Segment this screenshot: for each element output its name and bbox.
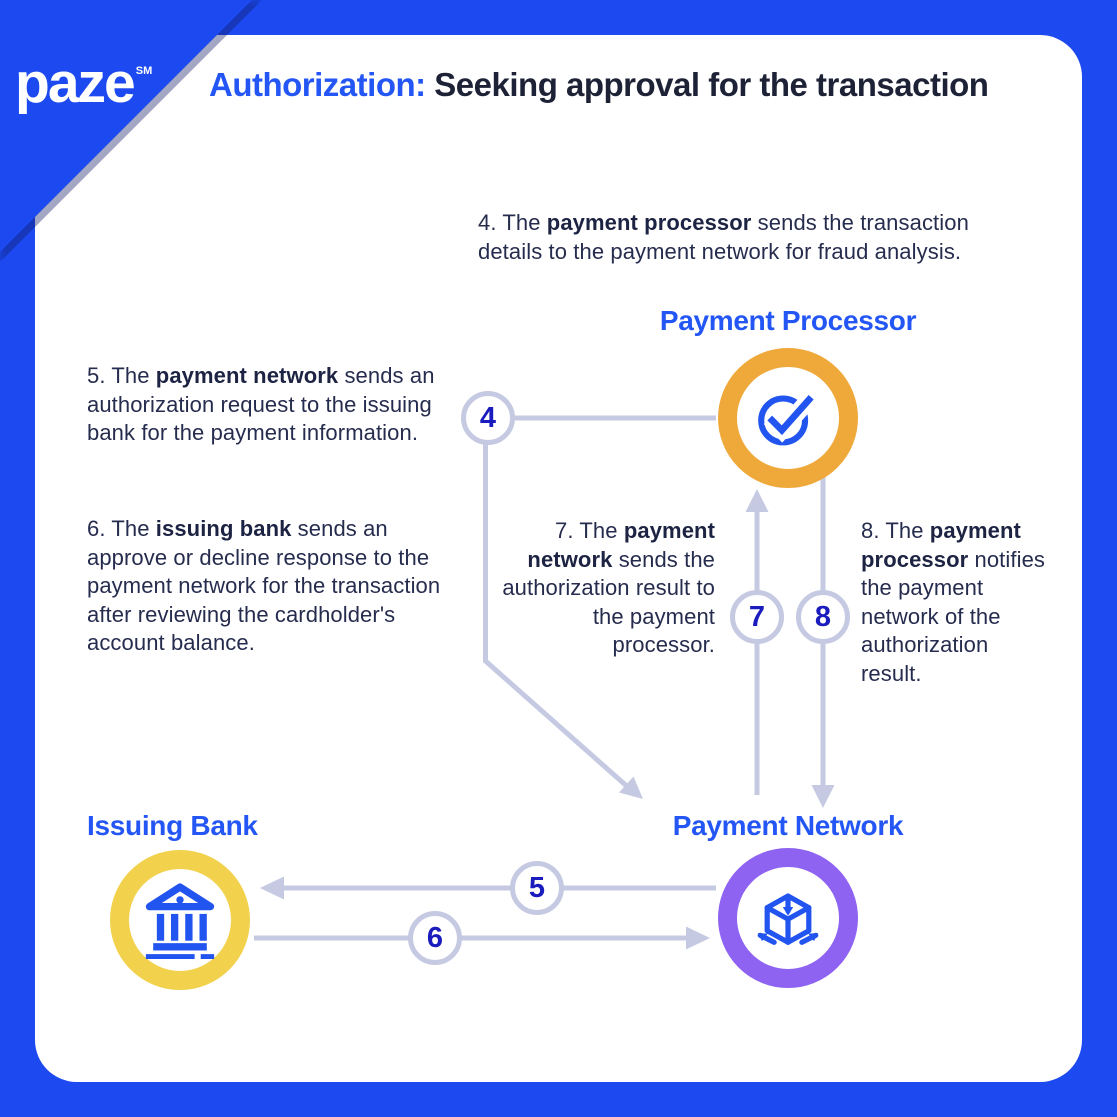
service-mark: SM bbox=[135, 65, 153, 77]
payment-network-node bbox=[718, 848, 858, 988]
page-title: Authorization: Seeking approval for the … bbox=[209, 66, 989, 104]
step-4-badge: 4 bbox=[461, 391, 515, 445]
payment-processor-node bbox=[718, 348, 858, 488]
payment-network-label: Payment Network bbox=[672, 810, 904, 841]
step-8-badge: 8 bbox=[796, 590, 850, 644]
check-circle-icon bbox=[758, 391, 818, 446]
title-rest: Seeking approval for the transaction bbox=[425, 66, 989, 103]
line-4-to-network bbox=[483, 443, 632, 791]
issuing-bank-label: Issuing Bank bbox=[87, 810, 258, 841]
step-6-badge: 6 bbox=[408, 911, 462, 965]
arrowhead-7-icon bbox=[745, 489, 769, 512]
bank-icon bbox=[145, 883, 215, 959]
payment-processor-label: Payment Processor bbox=[659, 305, 917, 336]
step-4-text: 4. The payment processor sends the trans… bbox=[478, 210, 969, 264]
step-8-text: 8. The payment processor notifies the pa… bbox=[861, 518, 1045, 686]
title-highlight: Authorization: bbox=[209, 66, 426, 103]
cube-3d-icon bbox=[757, 893, 819, 945]
step-6-text: 6. The issuing bank sends an approve or … bbox=[87, 516, 441, 655]
step-5-text: 5. The payment network sends an authoriz… bbox=[87, 363, 435, 445]
issuing-bank-node bbox=[110, 850, 250, 990]
arrowhead-8-icon bbox=[811, 785, 835, 808]
step-7-badge: 7 bbox=[730, 590, 784, 644]
step-5-badge: 5 bbox=[510, 861, 564, 915]
paze-logo-text: paze bbox=[15, 51, 136, 115]
step-7-text: 7. The payment network sends the authori… bbox=[502, 518, 715, 657]
arrowhead-6-icon bbox=[686, 926, 710, 950]
arrowhead-5-icon bbox=[260, 876, 284, 900]
arrowhead-4-icon bbox=[619, 776, 643, 799]
